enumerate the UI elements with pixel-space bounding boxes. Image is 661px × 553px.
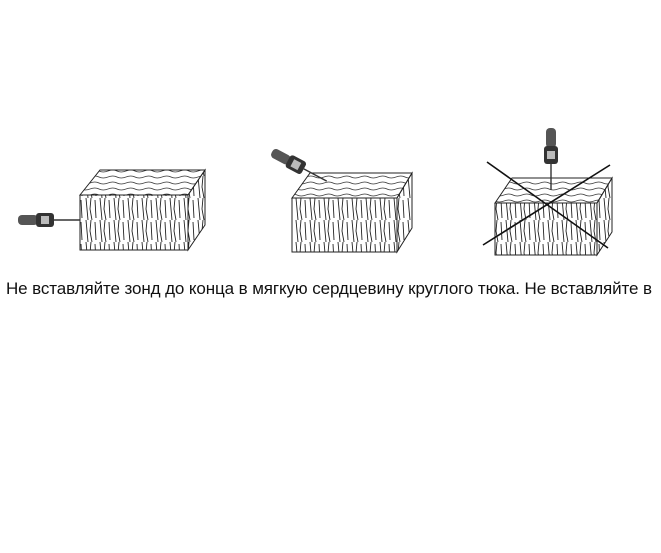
square-bale-correct [17,168,206,252]
instruction-text: Не вставляйте зонд до конца в мягкую сер… [6,279,652,298]
square-bale-angled-probe [268,145,413,254]
square-bale-top-probe-wrong [482,127,613,257]
cross-icon [482,161,611,249]
probe-icon [17,212,81,228]
